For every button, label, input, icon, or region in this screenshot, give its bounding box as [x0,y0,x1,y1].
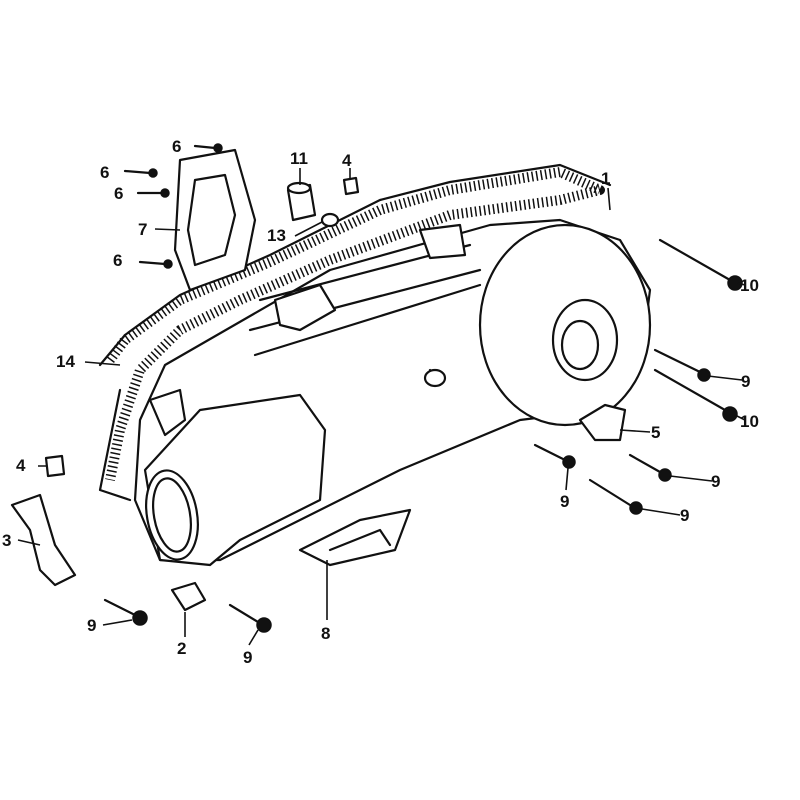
callout-4: 4 [16,456,26,475]
bracket-part-5 [578,403,627,442]
cover-part-7 [173,148,257,292]
bushing-part-4b [44,454,66,478]
callout-9: 9 [741,372,750,391]
washer-part-13 [320,212,340,228]
callout-6: 6 [113,251,122,270]
guard-part-8 [298,508,412,567]
callout-9: 9 [680,506,689,525]
callout-7: 7 [138,220,147,239]
callout-11: 11 [290,149,308,168]
clip-part-2 [170,581,207,612]
callout-6: 6 [100,163,109,182]
leader-lines [17,168,746,646]
bracket-part-3 [10,493,77,587]
callout-9: 9 [243,648,252,667]
callout-labels: 6 6 6 7 6 11 4 13 1 10 14 9 10 5 9 9 9 4… [2,137,759,667]
callout-10: 10 [740,412,759,431]
callout-6: 6 [172,137,181,156]
bushing-part-4 [342,176,360,196]
callout-2: 2 [177,639,186,658]
callout-14: 14 [56,352,75,371]
callout-13: 13 [267,226,286,245]
callout-9: 9 [560,492,569,511]
callout-4: 4 [342,151,352,170]
callout-9: 9 [711,472,720,491]
callout-8: 8 [321,624,330,643]
screws-part-6 [123,143,223,269]
callout-6: 6 [114,184,123,203]
callout-1: 1 [601,169,610,188]
callout-3: 3 [2,531,11,550]
callout-9: 9 [87,616,96,635]
bolts-part-9-10 [103,238,743,633]
callout-10: 10 [740,276,759,295]
callout-5: 5 [651,423,660,442]
